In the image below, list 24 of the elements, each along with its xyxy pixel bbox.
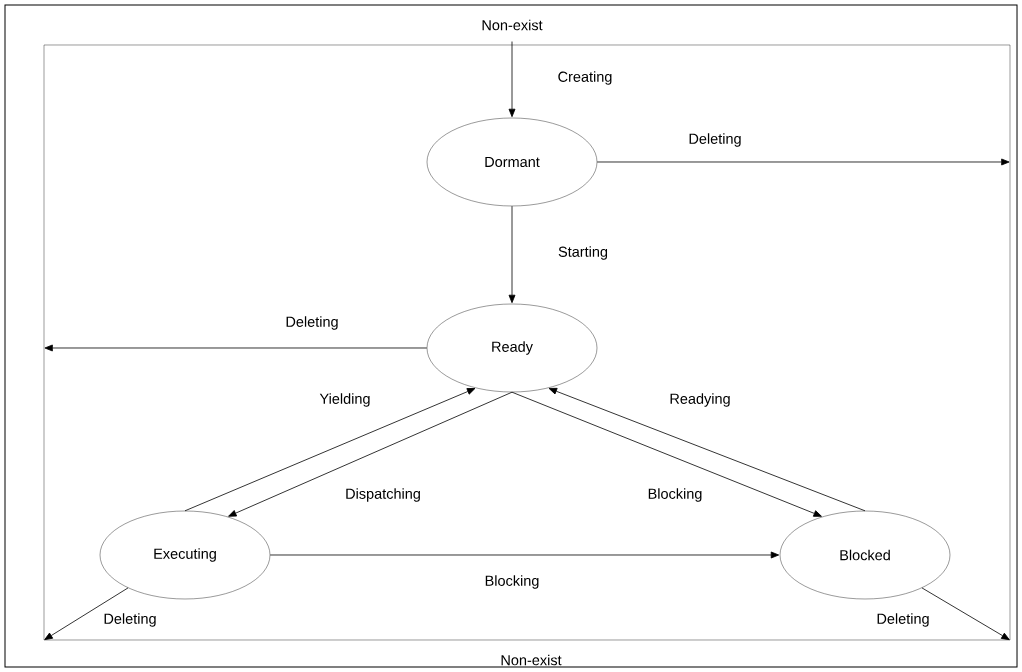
arrow (511, 391, 822, 517)
arrow (508, 205, 516, 304)
edge-label: Starting (557, 245, 609, 261)
state-label: Non-exist (501, 654, 562, 666)
arrow (508, 41, 516, 118)
arrow (548, 387, 866, 512)
arrow (269, 551, 780, 559)
edge-label: Deleting (102, 612, 158, 628)
arrow (596, 158, 1010, 166)
arrow (44, 587, 129, 640)
edge-label: Blocking (646, 487, 704, 503)
arrow (184, 388, 476, 512)
edge-label: Blocking (483, 574, 541, 590)
arrow (921, 587, 1010, 641)
edge-label: Creating (556, 70, 614, 86)
edge-label: Readying (668, 392, 732, 408)
state-label: Non-exist (482, 19, 543, 31)
arrow (44, 344, 428, 352)
edge-label: Deleting (687, 132, 743, 148)
arrow (228, 391, 513, 517)
edge-label: Deleting (284, 315, 340, 331)
edge-label: Deleting (875, 612, 931, 628)
edge-label: Yielding (318, 392, 372, 408)
edge-label: Dispatching (344, 487, 422, 503)
